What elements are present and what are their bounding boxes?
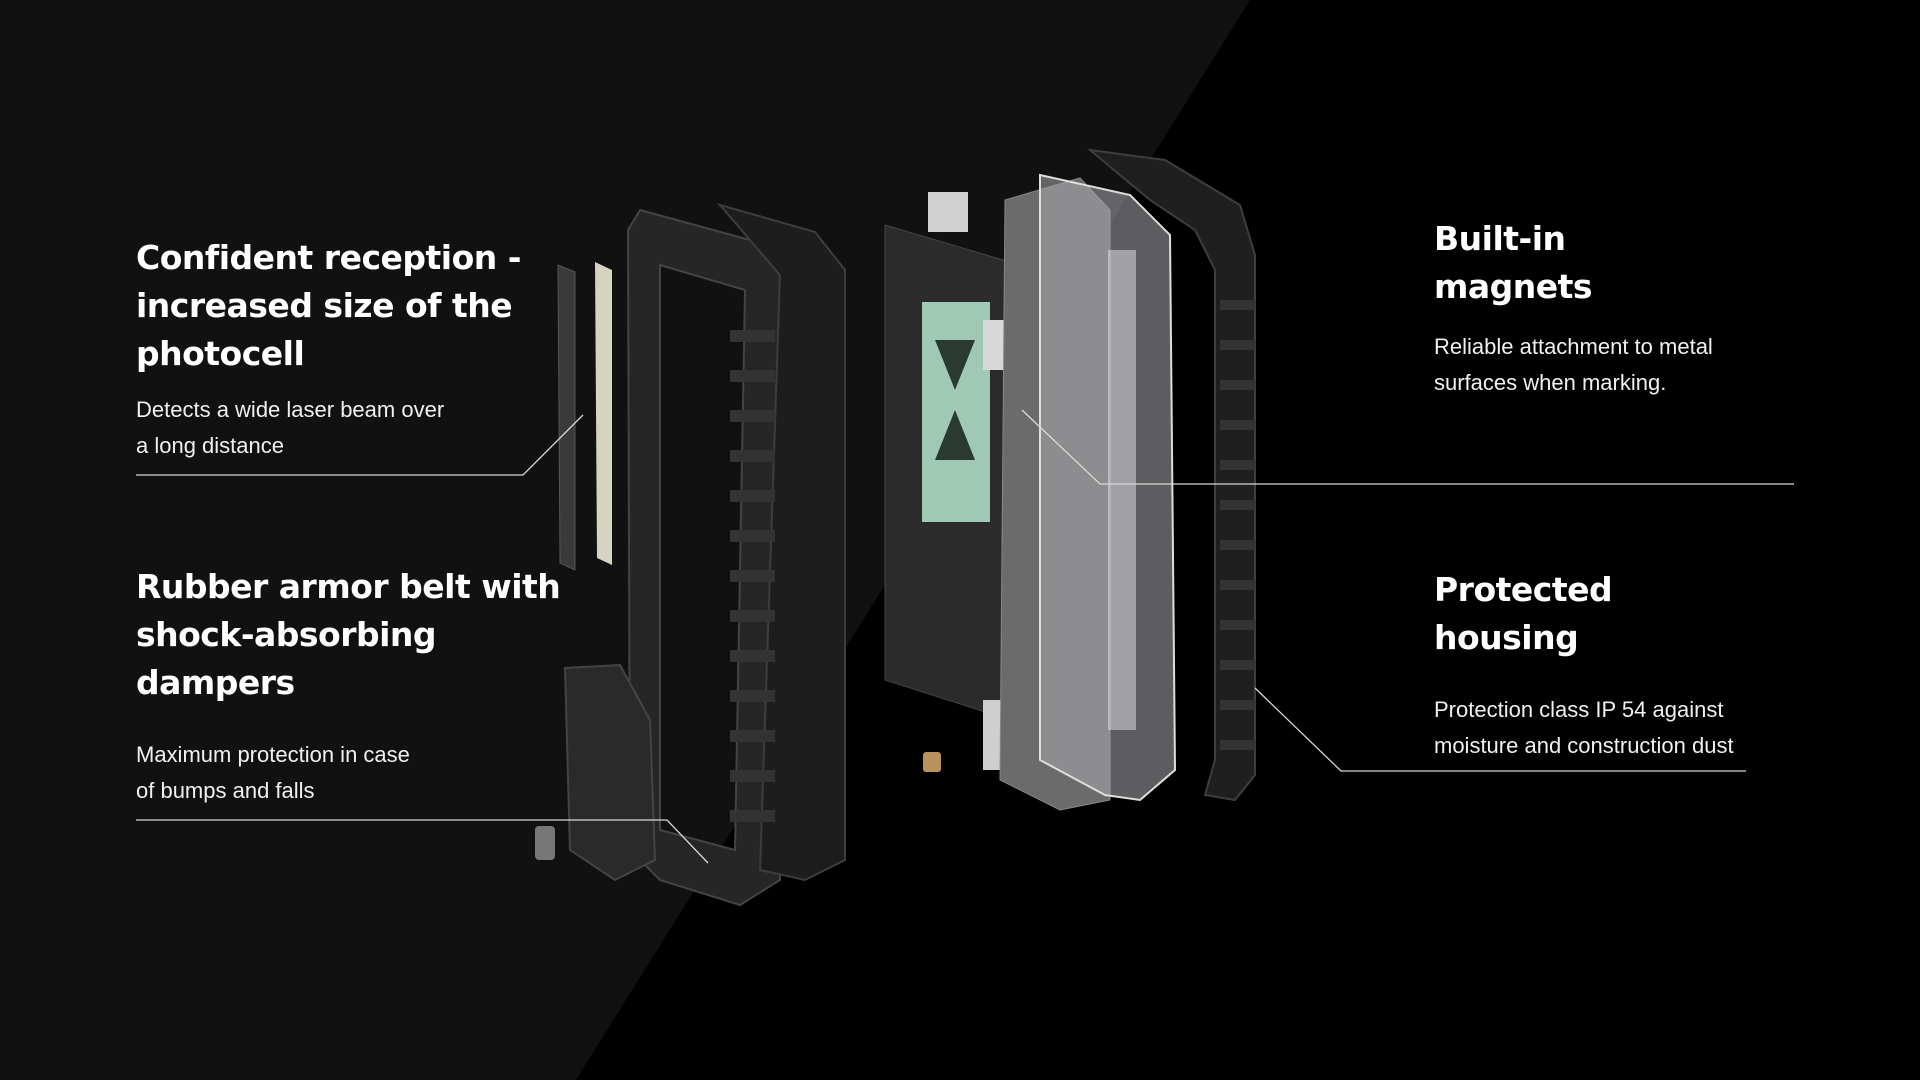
title-line: housing xyxy=(1434,618,1579,657)
description-line: Protection class IP 54 against xyxy=(1434,697,1724,722)
title-line: increased size of the xyxy=(136,286,513,325)
callout-line-magnets xyxy=(1021,409,1794,485)
clamp-part xyxy=(563,663,657,882)
feature-rubber-armor: Rubber armor belt with shock-absorbing dam… xyxy=(136,563,576,809)
transparent-housing xyxy=(1039,173,1177,802)
brass-insert xyxy=(923,752,941,772)
feature-title: Built-in magnets xyxy=(1434,215,1794,311)
rear-armor-frame xyxy=(1086,148,1256,802)
armor-ribs xyxy=(730,330,775,822)
callout-lines xyxy=(136,409,1794,864)
title-line: Built-in xyxy=(1434,219,1566,258)
feature-title: Confident reception - increased size of t… xyxy=(136,234,576,378)
display-module xyxy=(922,302,990,522)
title-line: magnets xyxy=(1434,267,1593,306)
feature-description: Detects a wide laser beam over a long dis… xyxy=(136,392,496,464)
feature-photocell: Confident reception - increased size of t… xyxy=(136,234,576,464)
callout-line-armor xyxy=(136,819,709,864)
feature-description: Maximum protection in case of bumps and f… xyxy=(136,737,476,809)
feature-title: Protected housing xyxy=(1434,566,1794,662)
rear-armor-ribs xyxy=(1220,300,1255,750)
feature-title: Rubber armor belt with shock-absorbing dam… xyxy=(136,563,576,707)
description-line: Detects a wide laser beam over xyxy=(136,397,445,422)
description-line: Maximum protection in case xyxy=(136,742,410,767)
housing-window xyxy=(1108,250,1136,730)
description-line: Reliable attachment to metal xyxy=(1434,334,1713,359)
exploded-device-illustration xyxy=(535,148,1256,907)
photocell-light-plate xyxy=(595,262,612,565)
rubber-armor-frame-back xyxy=(717,203,846,882)
description-line: surfaces when marking. xyxy=(1434,370,1667,395)
thumb-screw xyxy=(535,826,555,860)
title-line: Protected xyxy=(1434,570,1613,609)
title-line: photocell xyxy=(136,334,305,373)
title-line: dampers xyxy=(136,663,295,702)
description-line: a long distance xyxy=(136,433,284,458)
feature-description: Reliable attachment to metal surfaces whe… xyxy=(1434,329,1794,401)
callout-line-housing xyxy=(1254,687,1746,772)
title-line: Confident reception - xyxy=(136,238,521,277)
title-line: Rubber armor belt with xyxy=(136,567,561,606)
photocell-dark-plate xyxy=(557,264,576,571)
display-arrows xyxy=(935,340,975,460)
feature-description: Protection class IP 54 against moisture a… xyxy=(1434,692,1794,764)
description-line: moisture and construction dust xyxy=(1434,733,1734,758)
callout-line-photocell xyxy=(136,414,584,476)
description-line: of bumps and falls xyxy=(136,778,315,803)
magnet-top xyxy=(928,192,968,232)
title-line: shock-absorbing xyxy=(136,615,437,654)
feature-protected-housing: Protected housing Protection class IP 54 … xyxy=(1434,566,1794,764)
feature-magnets: Built-in magnets Reliable attachment to m… xyxy=(1434,215,1794,401)
